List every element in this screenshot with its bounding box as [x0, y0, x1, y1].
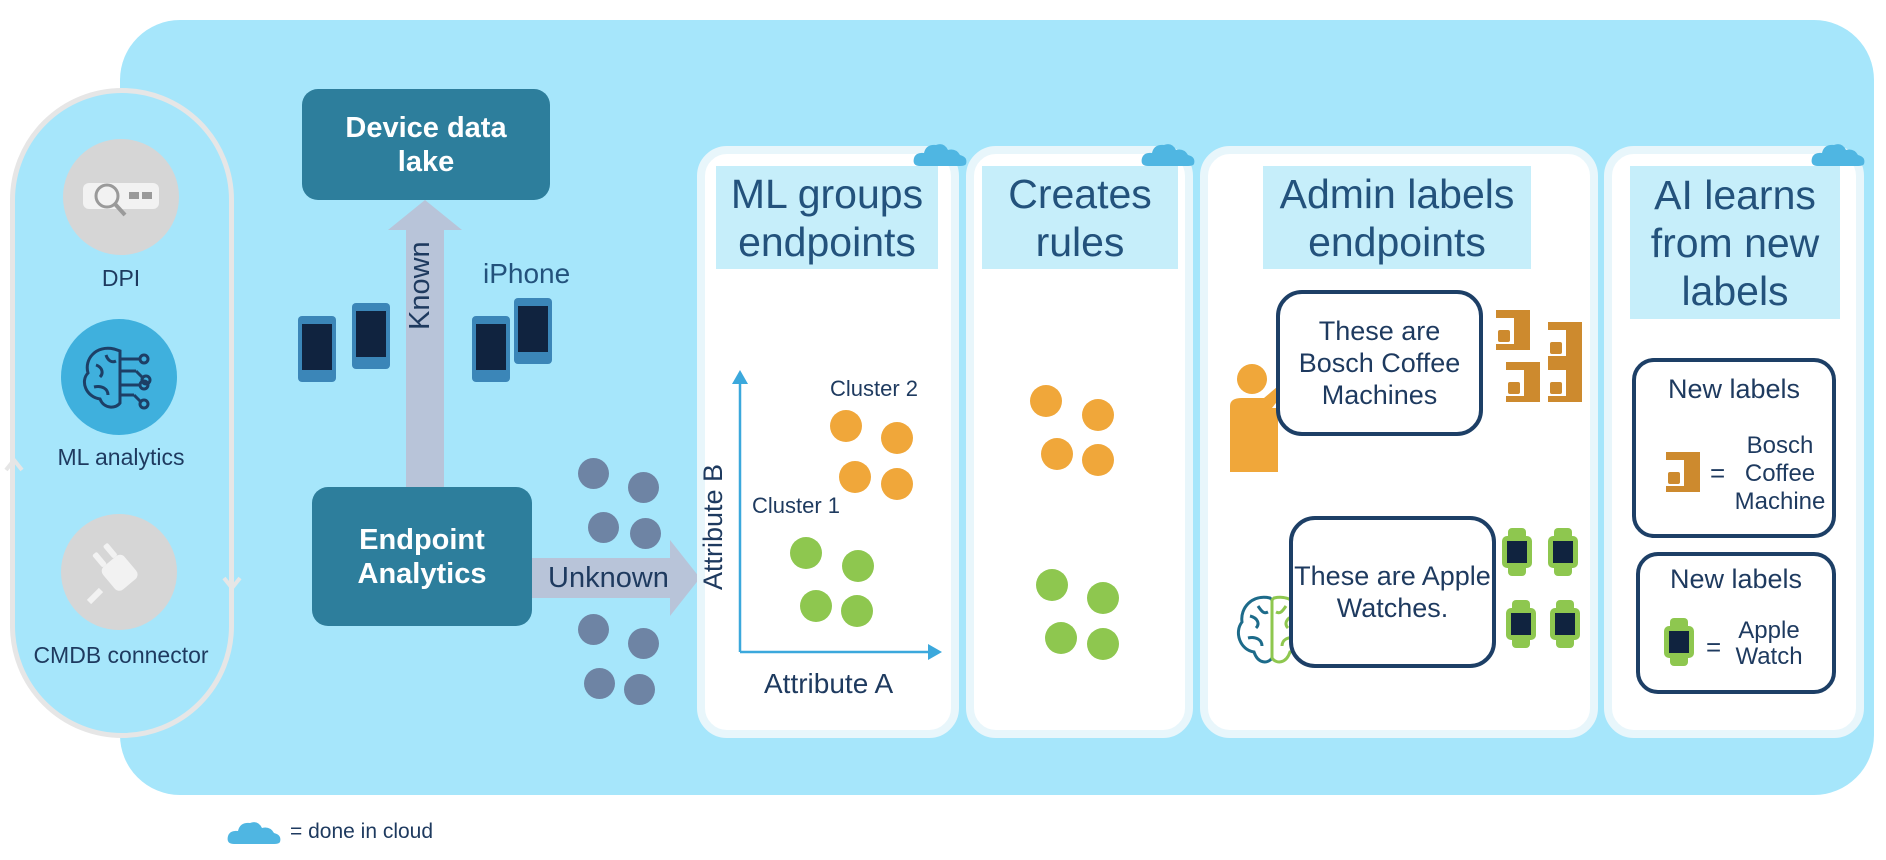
rule-dot: [1087, 582, 1119, 614]
admin-labels-title: Admin labels endpoints: [1263, 166, 1531, 269]
apple-watch-icon: [1664, 618, 1694, 666]
endpoint-dot: [628, 472, 659, 503]
rule-dot: [1041, 438, 1073, 470]
pill-flow-arrows-icon: [4, 456, 242, 592]
cluster1-dot: [790, 537, 822, 569]
plug-connector-icon: [61, 514, 177, 630]
cluster2-dot: [830, 410, 862, 442]
dpi-label: DPI: [101, 265, 141, 291]
ml-groups-title: ML groups endpoints: [716, 166, 938, 269]
rule-dot: [1030, 385, 1062, 417]
endpoint-analytics-label: Endpoint Analytics: [357, 523, 487, 590]
legend-label: = done in cloud: [290, 820, 434, 843]
endpoint-dot: [630, 518, 661, 549]
cloud-icon: [1141, 144, 1195, 166]
apple-watch-bubble: These are Apple Watches.: [1289, 516, 1496, 668]
apple-watch-label: Apple Watch: [1735, 617, 1803, 670]
equals-sign: =: [1710, 458, 1726, 488]
endpoint-dot: [588, 512, 619, 543]
cluster2-dot: [881, 422, 913, 454]
legend-cloud-icon: [227, 822, 281, 844]
endpoint-dot: [578, 458, 609, 489]
rule-dot: [1082, 444, 1114, 476]
cluster-plot: [732, 370, 942, 660]
device-data-lake-box: Device data lake: [302, 89, 550, 200]
brain-analytics-icon: [61, 319, 177, 435]
endpoint-dot: [628, 628, 659, 659]
ml-analytics-label: ML analytics: [57, 444, 185, 470]
iphone-label: iPhone: [483, 258, 571, 289]
rule-dot: [1045, 622, 1077, 654]
new-labels-title: New labels: [1669, 564, 1803, 594]
bosch-label: Bosch Coffee Machine: [1734, 432, 1826, 515]
iphone-devices-icon: [298, 298, 552, 382]
ai-learns-title: AI learns from new labels: [1630, 166, 1840, 319]
endpoint-dot: [584, 668, 615, 699]
cloud-icon: [1811, 144, 1865, 166]
coffee-machines-icon: [1496, 310, 1582, 402]
cluster2-dot: [839, 461, 871, 493]
dpi-icon: [63, 139, 179, 255]
cloud-icon: [913, 144, 967, 166]
rule-dot: [1036, 569, 1068, 601]
cluster2-label: Cluster 2: [830, 376, 919, 401]
unknown-arrow-icon: [532, 540, 700, 616]
cmdb-label: CMDB connector: [33, 642, 209, 668]
new-labels-title: New labels: [1667, 374, 1801, 404]
new-labels-box-bosch: New labels = Bosch Coffee Machine: [1632, 358, 1836, 538]
unknown-endpoints: [578, 458, 668, 708]
cluster1-dot: [842, 550, 874, 582]
axis-x-label: Attribute A: [764, 668, 894, 699]
cluster1-dot: [841, 595, 873, 627]
creates-rules-title: Creates rules: [982, 166, 1178, 269]
rule-dot: [1087, 628, 1119, 660]
equals-sign: =: [1706, 632, 1722, 662]
cluster2-dot: [881, 468, 913, 500]
new-labels-box-watch: New labels = Apple Watch: [1636, 552, 1836, 694]
device-data-lake-label: Device data lake: [345, 111, 507, 178]
axis-y-label: Attribute B: [698, 463, 728, 590]
unknown-label: Unknown: [548, 562, 669, 594]
endpoint-analytics-box: Endpoint Analytics: [312, 487, 532, 626]
endpoint-dot: [624, 674, 655, 705]
cluster1-dot: [800, 590, 832, 622]
endpoint-dot: [578, 614, 609, 645]
bosch-bubble: These are Bosch Coffee Machines: [1276, 290, 1483, 436]
cluster1-label: Cluster 1: [752, 493, 841, 518]
coffee-machine-icon: [1666, 452, 1700, 492]
rule-dot: [1082, 399, 1114, 431]
known-arrow-icon: [388, 200, 462, 490]
apple-watches-icon: [1502, 528, 1580, 648]
